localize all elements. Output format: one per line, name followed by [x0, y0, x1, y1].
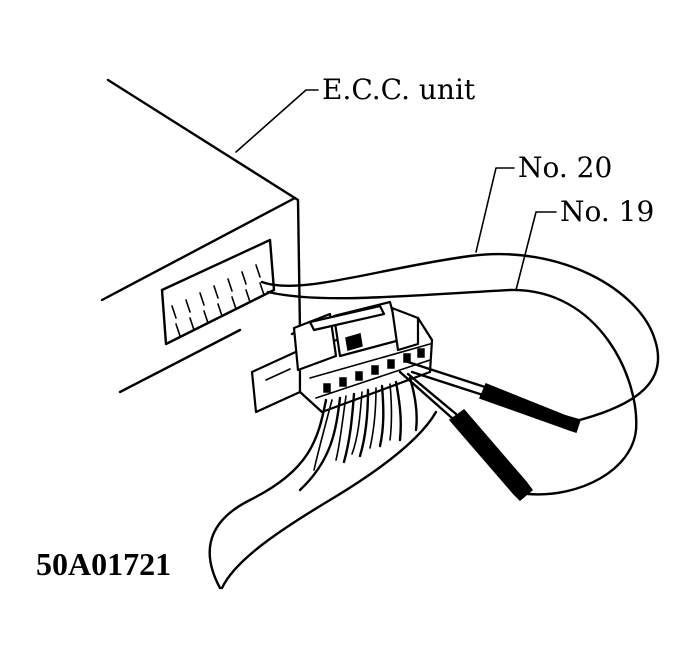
test-probe-upper: [406, 360, 581, 433]
wire-no-20: [260, 252, 660, 424]
wire-20-label: No. 20: [518, 151, 613, 184]
ecc-unit-socket: [160, 238, 276, 346]
test-probe-lower: [398, 370, 534, 502]
ecc-unit-label: E.C.C. unit: [322, 73, 476, 106]
wire-20-leader-line: [475, 167, 515, 253]
figure-id: 50A01721: [36, 546, 172, 582]
ecc-unit-leader-line: [235, 89, 319, 153]
harness-connector: [250, 300, 434, 414]
wire-19-label: No. 19: [560, 195, 655, 228]
wire-19-leader-line: [515, 211, 557, 291]
ecc-unit-housing: [100, 78, 302, 394]
wire-no-19: [266, 288, 638, 496]
harness-wire-bundle: [208, 376, 438, 590]
